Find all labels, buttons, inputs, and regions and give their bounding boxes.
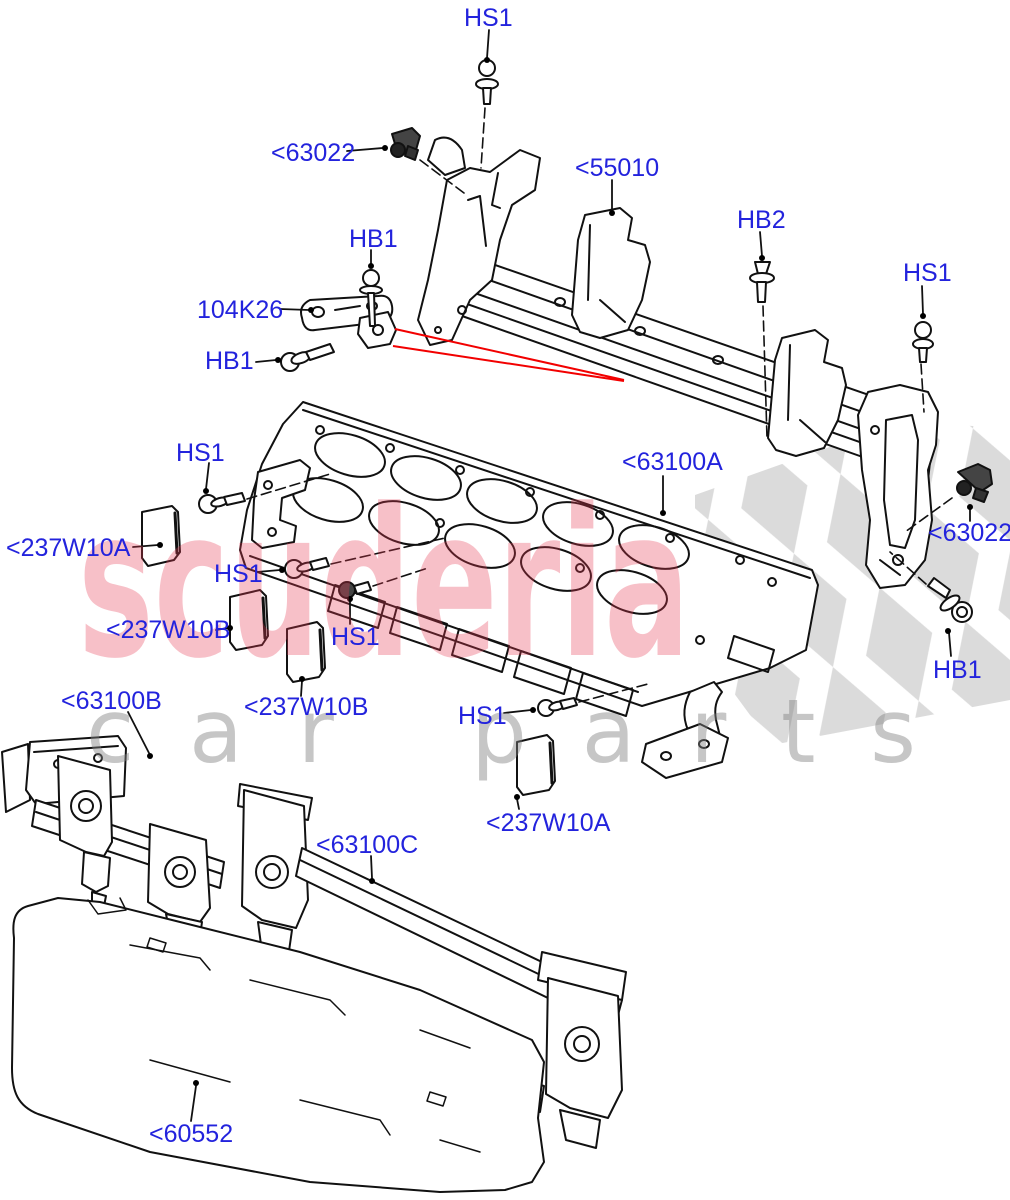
frame-55010-drawing [417,136,939,589]
bracket-104k26-drawing [300,294,397,349]
part-label-c63100a[interactable]: <63100A [622,448,723,476]
part-label-c55010[interactable]: <55010 [575,154,660,182]
part-label-hb1_c[interactable]: HB1 [933,656,982,684]
part-label-c60552[interactable]: <60552 [149,1120,234,1148]
part-label-hs1_d[interactable]: HS1 [214,560,263,588]
pad-237w10a-left-drawing [141,505,181,567]
part-label-hs1_a[interactable]: HS1 [464,4,513,32]
leader-lines [127,29,973,1122]
pad-237w10a-bottom-drawing [516,734,556,796]
part-label-hb1_a[interactable]: HB1 [349,225,398,253]
part-label-c237w10b_a[interactable]: <237W10B [106,616,231,644]
pad-237w10b-1-drawing [229,589,269,651]
part-label-c237w10b_b[interactable]: <237W10B [244,693,369,721]
part-label-hb2[interactable]: HB2 [737,206,786,234]
watermark-brand-text: scuderia [78,466,690,704]
part-label-hs1_b[interactable]: HS1 [903,259,952,287]
part-label-hs1_f[interactable]: HS1 [458,702,507,730]
part-label-hs1_c[interactable]: HS1 [176,439,225,467]
pad-237w10b-2-drawing [286,621,326,683]
part-label-p104k26[interactable]: 104K26 [197,296,284,324]
watermark-tagline-text: car parts [86,680,916,783]
part-label-c237w10a_b[interactable]: <237W10A [486,809,611,837]
insulator-60552-drawing [11,897,545,1193]
part-label-hs1_e[interactable]: HS1 [331,623,380,651]
part-label-c63100c[interactable]: <63100C [316,831,419,859]
red-callout-lines [392,328,625,382]
part-label-c63100b[interactable]: <63100B [61,687,162,715]
part-label-hb1_b[interactable]: HB1 [205,347,254,375]
part-label-c237w10a_a[interactable]: <237W10A [6,534,131,562]
part-label-c63022_a[interactable]: <63022 [271,139,356,167]
fasteners-drawing [198,59,993,717]
panel-63100a-drawing [239,401,819,779]
bracket-63100c-drawing [237,783,627,1149]
part-label-c63022_b[interactable]: <63022 [928,519,1010,547]
